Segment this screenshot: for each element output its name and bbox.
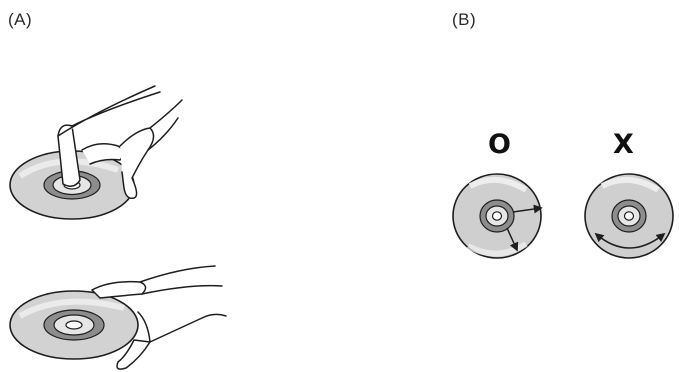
wrong-wipe-disc-illustration (585, 174, 673, 258)
disc-held-by-center-illustration (10, 86, 182, 219)
compact-disc-icon (585, 174, 673, 258)
compact-disc-icon (10, 291, 138, 359)
correct-wipe-disc-illustration (453, 174, 541, 258)
compact-disc-icon (453, 174, 541, 258)
disc-held-by-edge-illustration (10, 266, 226, 369)
